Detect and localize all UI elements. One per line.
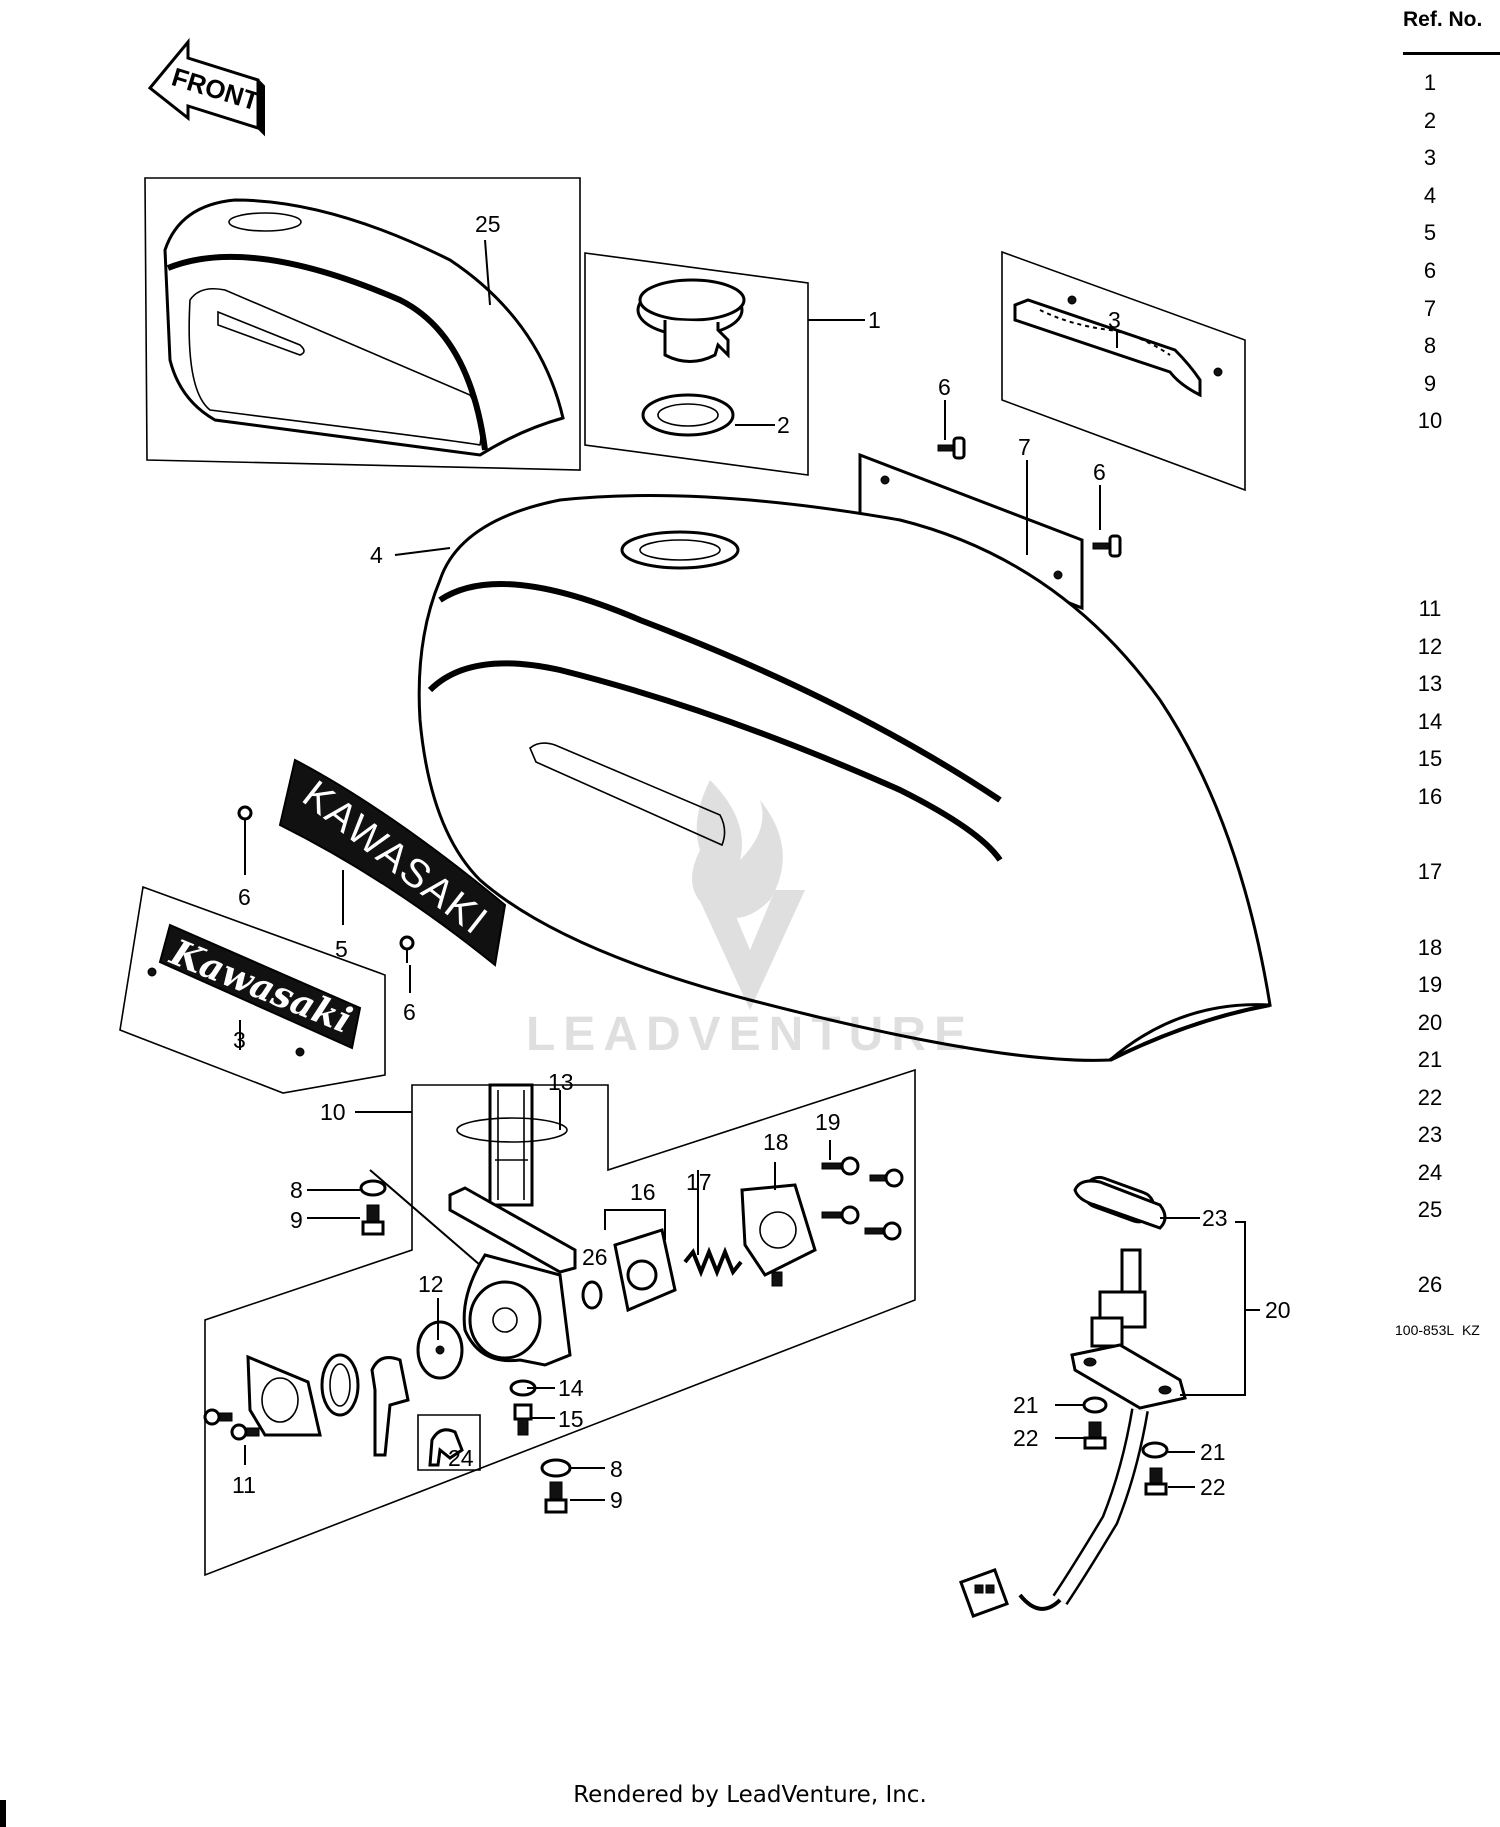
screw-6d [399, 935, 415, 963]
ref-item: 1 [1423, 70, 1437, 95]
ref-item: 25 [1417, 1197, 1443, 1222]
callout-16: 16 [630, 1179, 656, 1205]
ref-item: 6 [1423, 258, 1437, 283]
bolt-9b [544, 1481, 568, 1514]
callout-22a: 22 [1013, 1425, 1039, 1451]
callout-3a: 3 [1108, 307, 1121, 333]
callout-12: 12 [418, 1271, 444, 1297]
callout-23: 23 [1202, 1205, 1228, 1231]
screw-6a [937, 436, 966, 460]
brand-script-text: Kawasaki [164, 931, 358, 1042]
ref-item: 13 [1417, 671, 1443, 696]
ref-item: 10 [1417, 408, 1443, 433]
callout-1: 1 [868, 307, 881, 333]
callout-21a: 21 [1013, 1392, 1039, 1418]
ref-item: 12 [1417, 634, 1443, 659]
main-fuel-tank [417, 494, 1272, 1062]
callout-22b: 22 [1200, 1474, 1226, 1500]
ref-item: 5 [1423, 220, 1437, 245]
ref-item: 20 [1417, 1010, 1443, 1035]
ref-item: 22 [1417, 1085, 1443, 1110]
screw-11a [203, 1408, 233, 1426]
callout-25: 25 [475, 211, 501, 237]
callout-9a: 9 [290, 1207, 303, 1233]
screw-6b [1092, 534, 1122, 558]
screw-19b [869, 1168, 904, 1188]
screw-19a [821, 1156, 860, 1176]
ref-item: 21 [1417, 1047, 1443, 1072]
ref-item: 8 [1423, 333, 1437, 358]
ref-item: 7 [1423, 296, 1437, 321]
callout-5: 5 [335, 936, 348, 962]
callout-8b: 8 [610, 1456, 623, 1482]
callout-11: 11 [232, 1472, 256, 1498]
ref-item: 11 [1418, 596, 1442, 621]
ref-code-number: 100-853L [1395, 1322, 1455, 1338]
strainer [456, 1083, 568, 1207]
ref-item: 4 [1423, 183, 1437, 208]
callout-2: 2 [777, 412, 790, 438]
callout-18: 18 [763, 1129, 789, 1155]
callout-6c: 6 [238, 884, 251, 910]
front-arrow: FRONT [147, 37, 265, 137]
callout-14: 14 [558, 1375, 584, 1401]
callout-19: 19 [815, 1109, 841, 1135]
callout-8a: 8 [290, 1177, 303, 1203]
ref-item: 14 [1417, 709, 1443, 734]
callout-9b: 9 [610, 1487, 623, 1513]
callout-26: 26 [582, 1244, 608, 1270]
callout-21b: 21 [1200, 1439, 1226, 1465]
ref-item: 23 [1417, 1122, 1443, 1147]
fuel-cock-box [203, 1068, 916, 1577]
ref-code: 100-853L KZ [1395, 1322, 1480, 1338]
callout-17: 17 [686, 1169, 712, 1195]
callout-4: 4 [370, 542, 383, 568]
callout-6b: 6 [1093, 459, 1106, 485]
callout-10: 10 [320, 1099, 346, 1125]
screw-22b [1144, 1467, 1168, 1496]
bolt-15 [513, 1403, 533, 1436]
callout-6d: 6 [403, 999, 416, 1025]
fuel-cap-box [584, 252, 809, 476]
leader-lines [239, 239, 1260, 1501]
callouts: 1 2 3 4 25 6 7 6 5 6 6 3 10 13 8 9 12 26… [232, 211, 1291, 1513]
callout-15: 15 [558, 1406, 584, 1432]
screw-19c [821, 1205, 860, 1225]
screw-22a [1083, 1421, 1107, 1450]
callout-6a: 6 [938, 374, 951, 400]
emblem-box-lower: Kawasaki [119, 885, 386, 1094]
ref-item: 9 [1423, 371, 1437, 396]
callout-20: 20 [1265, 1297, 1291, 1323]
screw-6c [237, 805, 253, 833]
emblem-box-upper [1001, 250, 1246, 492]
callout-13: 13 [548, 1069, 574, 1095]
ref-item: 3 [1423, 145, 1437, 170]
ref-header-rule [1403, 52, 1500, 55]
ref-item: 15 [1417, 746, 1443, 771]
tank-inset-box [144, 177, 581, 471]
bolt-9a [361, 1204, 385, 1236]
ref-number-panel: Ref. No. 1 2 3 4 5 6 7 8 9 10 11 12 13 1… [1395, 0, 1500, 1400]
ref-item: 24 [1417, 1160, 1443, 1185]
callout-24: 24 [448, 1445, 474, 1471]
fuel-sender-assembly [959, 1175, 1187, 1618]
ref-item: 19 [1417, 972, 1443, 997]
ref-code-suffix: KZ [1461, 1322, 1480, 1338]
ref-item: 17 [1417, 859, 1443, 884]
screw-11b [230, 1423, 260, 1441]
ref-item: 26 [1417, 1272, 1443, 1297]
trim-strip [858, 436, 1122, 611]
screw-19d [864, 1221, 902, 1241]
ref-header: Ref. No. [1403, 8, 1483, 31]
footer-credit: Rendered by LeadVenture, Inc. [573, 1782, 927, 1808]
callout-7: 7 [1018, 434, 1031, 460]
ref-item: 18 [1417, 935, 1443, 960]
ref-item: 16 [1417, 784, 1443, 809]
edge-mark [0, 1800, 6, 1827]
ref-item: 2 [1423, 108, 1437, 133]
callout-3b: 3 [233, 1027, 246, 1053]
